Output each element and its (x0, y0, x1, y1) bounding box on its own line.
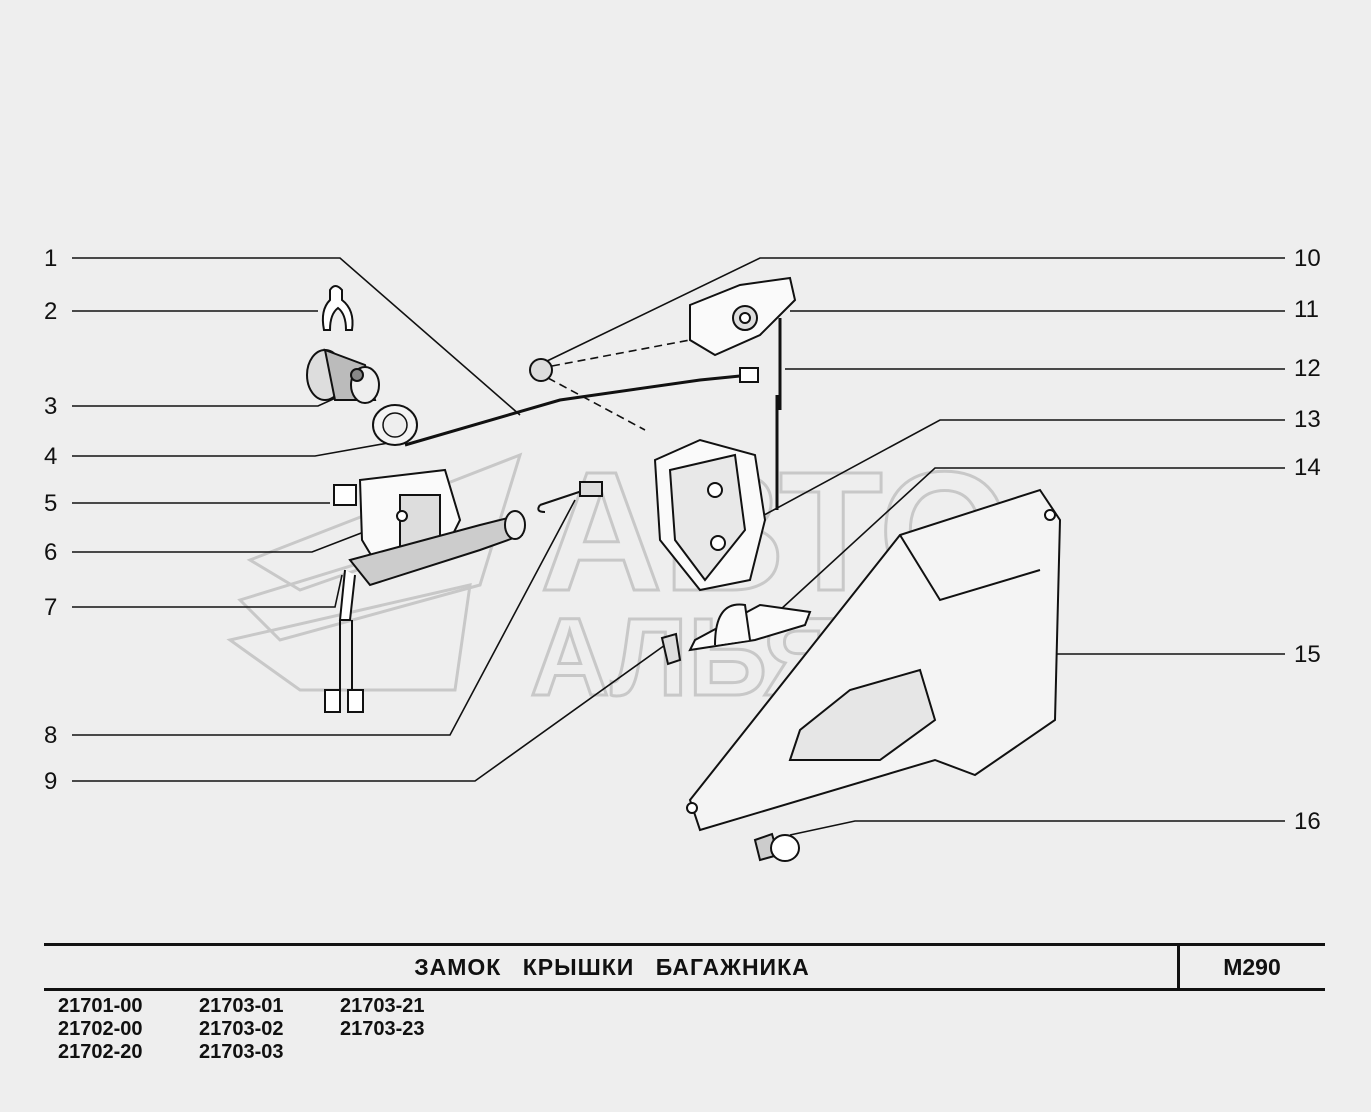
callout-6: 6 (44, 539, 58, 566)
page-title: ЗАМОК КРЫШКИ БАГАЖНИКА (414, 953, 810, 980)
callout-15: 15 (1294, 641, 1321, 668)
callout-12: 12 (1294, 355, 1321, 382)
nut (529, 358, 553, 382)
callout-10: 10 (1294, 245, 1321, 272)
model-code: 21702-00 (58, 1018, 143, 1040)
callout-4: 4 (44, 443, 58, 470)
callout-5: 5 (44, 490, 58, 517)
clip-part (321, 285, 354, 331)
callout-16: 16 (1294, 808, 1321, 835)
callout-9: 9 (44, 768, 58, 795)
callout-13: 13 (1294, 406, 1321, 433)
callout-7: 7 (44, 594, 58, 621)
callout-3: 3 (44, 393, 58, 420)
callout-2: 2 (44, 298, 58, 325)
footer-top-rule (44, 943, 1325, 946)
callout-8: 8 (44, 722, 58, 749)
lock-cylinder (306, 348, 380, 404)
callout-1: 1 (44, 245, 58, 272)
leader-lines (72, 257, 1285, 836)
footer-divider (1177, 943, 1180, 991)
actuator-assembly (324, 468, 526, 713)
model-code: 21703-23 (340, 1018, 425, 1040)
bolt (660, 632, 682, 666)
small-bracket (333, 484, 357, 506)
trim-panel (686, 488, 1062, 832)
striker (688, 603, 812, 652)
hook-rod (537, 481, 603, 513)
page-code: М290 (1223, 953, 1281, 980)
callout-14: 14 (1294, 454, 1321, 481)
trunk-latch (653, 438, 767, 592)
vertical-rod (775, 318, 782, 510)
long-rod (404, 374, 741, 447)
latch-bracket (689, 276, 797, 357)
model-code: 21701-00 (58, 995, 143, 1017)
model-code: 21703-01 (199, 995, 284, 1017)
callout-11: 11 (1294, 296, 1319, 323)
model-code: 21702-20 (58, 1041, 143, 1063)
model-code: 21703-21 (340, 995, 425, 1017)
footer-bottom-rule (44, 988, 1325, 991)
parts-diagram: АВТО АЛЬЯНС (72, 257, 1285, 862)
push-clip (753, 832, 800, 862)
model-code: 21703-03 (199, 1041, 284, 1063)
model-code: 21703-02 (199, 1018, 284, 1040)
